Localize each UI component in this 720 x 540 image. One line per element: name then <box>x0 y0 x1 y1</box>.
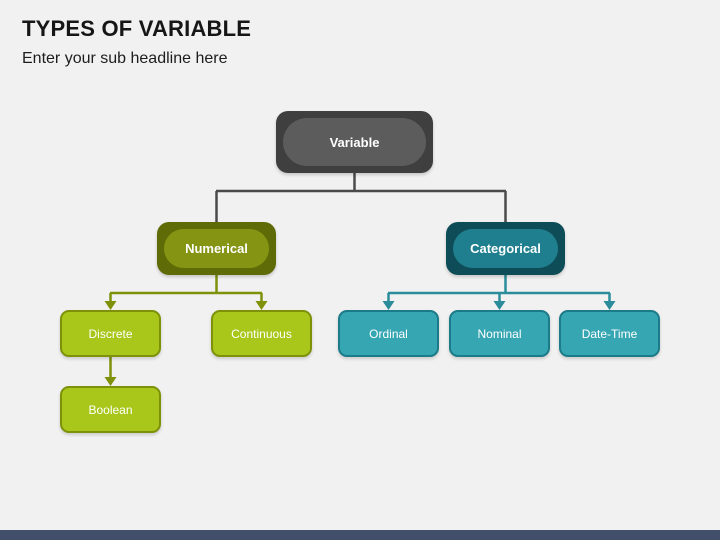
node-boolean[interactable]: Boolean <box>60 386 161 433</box>
node-ordinal-label: Ordinal <box>369 326 408 341</box>
node-nominal-label: Nominal <box>477 326 522 341</box>
node-continuous-label: Continuous <box>231 326 292 341</box>
node-date-time-label: Date-Time <box>581 326 638 341</box>
node-continuous[interactable]: Continuous <box>211 310 312 357</box>
node-numerical-label: Numerical <box>185 241 248 256</box>
page-subtitle: Enter your sub headline here <box>22 50 228 67</box>
node-nominal[interactable]: Nominal <box>449 310 550 357</box>
node-categorical-inner <box>453 229 558 268</box>
node-categorical[interactable]: Categorical <box>446 222 565 275</box>
node-numerical-inner <box>164 229 269 268</box>
node-boolean-label: Boolean <box>88 402 133 417</box>
page-title: TYPES OF VARIABLE <box>22 16 252 41</box>
node-date-time[interactable]: Date-Time <box>559 310 660 357</box>
node-variable-inner <box>283 118 426 166</box>
node-variable[interactable]: Variable <box>276 111 433 173</box>
node-discrete-label: Discrete <box>88 326 133 341</box>
node-categorical-label: Categorical <box>470 241 541 256</box>
node-variable-label: Variable <box>329 134 380 150</box>
node-discrete[interactable]: Discrete <box>60 310 161 357</box>
node-ordinal[interactable]: Ordinal <box>338 310 439 357</box>
node-numerical[interactable]: Numerical <box>157 222 276 275</box>
footer-bar <box>0 530 720 540</box>
